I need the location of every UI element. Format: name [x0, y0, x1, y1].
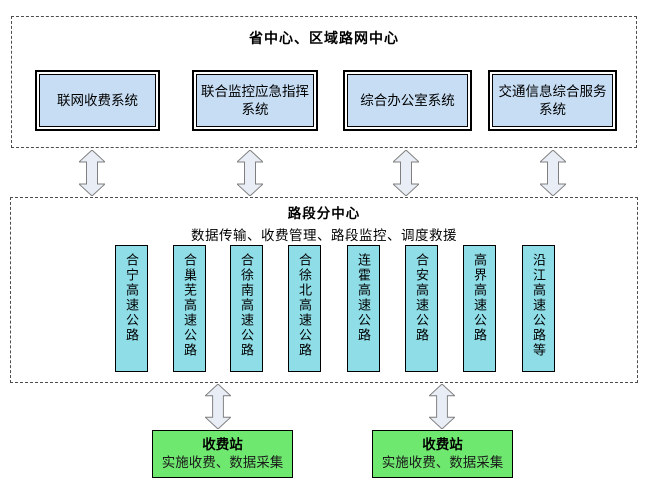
highway-box: 沿江高速公路等 [522, 245, 555, 372]
province-center-title: 省中心、区域路网中心 [249, 32, 399, 47]
bidirectional-arrow-icon [237, 150, 263, 196]
toll-station-subtitle: 实施收费、数据采集 [381, 455, 504, 470]
highway-box: 高界高速公路 [463, 245, 496, 372]
highway-label: 合徐北高速公路 [297, 253, 312, 358]
system-box-office: 综合办公室系统 [343, 70, 472, 131]
highway-label: 高界高速公路 [472, 253, 487, 343]
highway-label: 合宁高速公路 [124, 253, 139, 343]
system-box-joint-monitoring: 联合监控应急指挥系统 [192, 70, 318, 131]
toll-station-title: 收费站 [202, 437, 243, 453]
highway-box: 合巢芜高速公路 [173, 245, 206, 372]
subcenter-functions: 数据传输、收费管理、路段监控、调度救援 [191, 228, 457, 243]
system-box-networked-toll: 联网收费系统 [35, 70, 160, 131]
highway-box: 连霍高速公路 [347, 245, 380, 372]
subcenter-heading: 路段分中心 数据传输、收费管理、路段监控、调度救援 [10, 202, 638, 244]
highway-label: 沿江高速公路等 [531, 253, 546, 358]
bidirectional-arrow-icon [540, 150, 566, 196]
bidirectional-arrow-icon [79, 150, 105, 196]
system-box-traffic-info: 交通信息综合服务系统 [488, 70, 617, 131]
toll-station-subtitle: 实施收费、数据采集 [161, 455, 284, 470]
system-box-label: 交通信息综合服务系统 [492, 74, 613, 127]
toll-station-box: 收费站 实施收费、数据采集 [372, 430, 513, 478]
bidirectional-arrow-icon [205, 384, 231, 429]
highway-label: 合徐南高速公路 [239, 253, 254, 358]
toll-station-title: 收费站 [422, 437, 463, 453]
highway-box: 合宁高速公路 [115, 245, 148, 372]
bidirectional-arrow-icon [429, 384, 455, 429]
system-box-label: 联合监控应急指挥系统 [196, 74, 314, 127]
highway-box: 合徐南高速公路 [230, 245, 263, 372]
system-box-label: 联网收费系统 [39, 74, 156, 127]
subcenter-title: 路段分中心 [287, 206, 361, 221]
system-box-label: 综合办公室系统 [347, 74, 468, 127]
bidirectional-arrow-icon [393, 150, 419, 196]
toll-station-box: 收费站 实施收费、数据采集 [152, 430, 293, 478]
highway-label: 连霍高速公路 [356, 253, 371, 343]
highway-label: 合安高速公路 [414, 253, 429, 343]
highway-box: 合徐北高速公路 [288, 245, 321, 372]
highway-label: 合巢芜高速公路 [182, 253, 197, 358]
highway-box: 合安高速公路 [405, 245, 438, 372]
